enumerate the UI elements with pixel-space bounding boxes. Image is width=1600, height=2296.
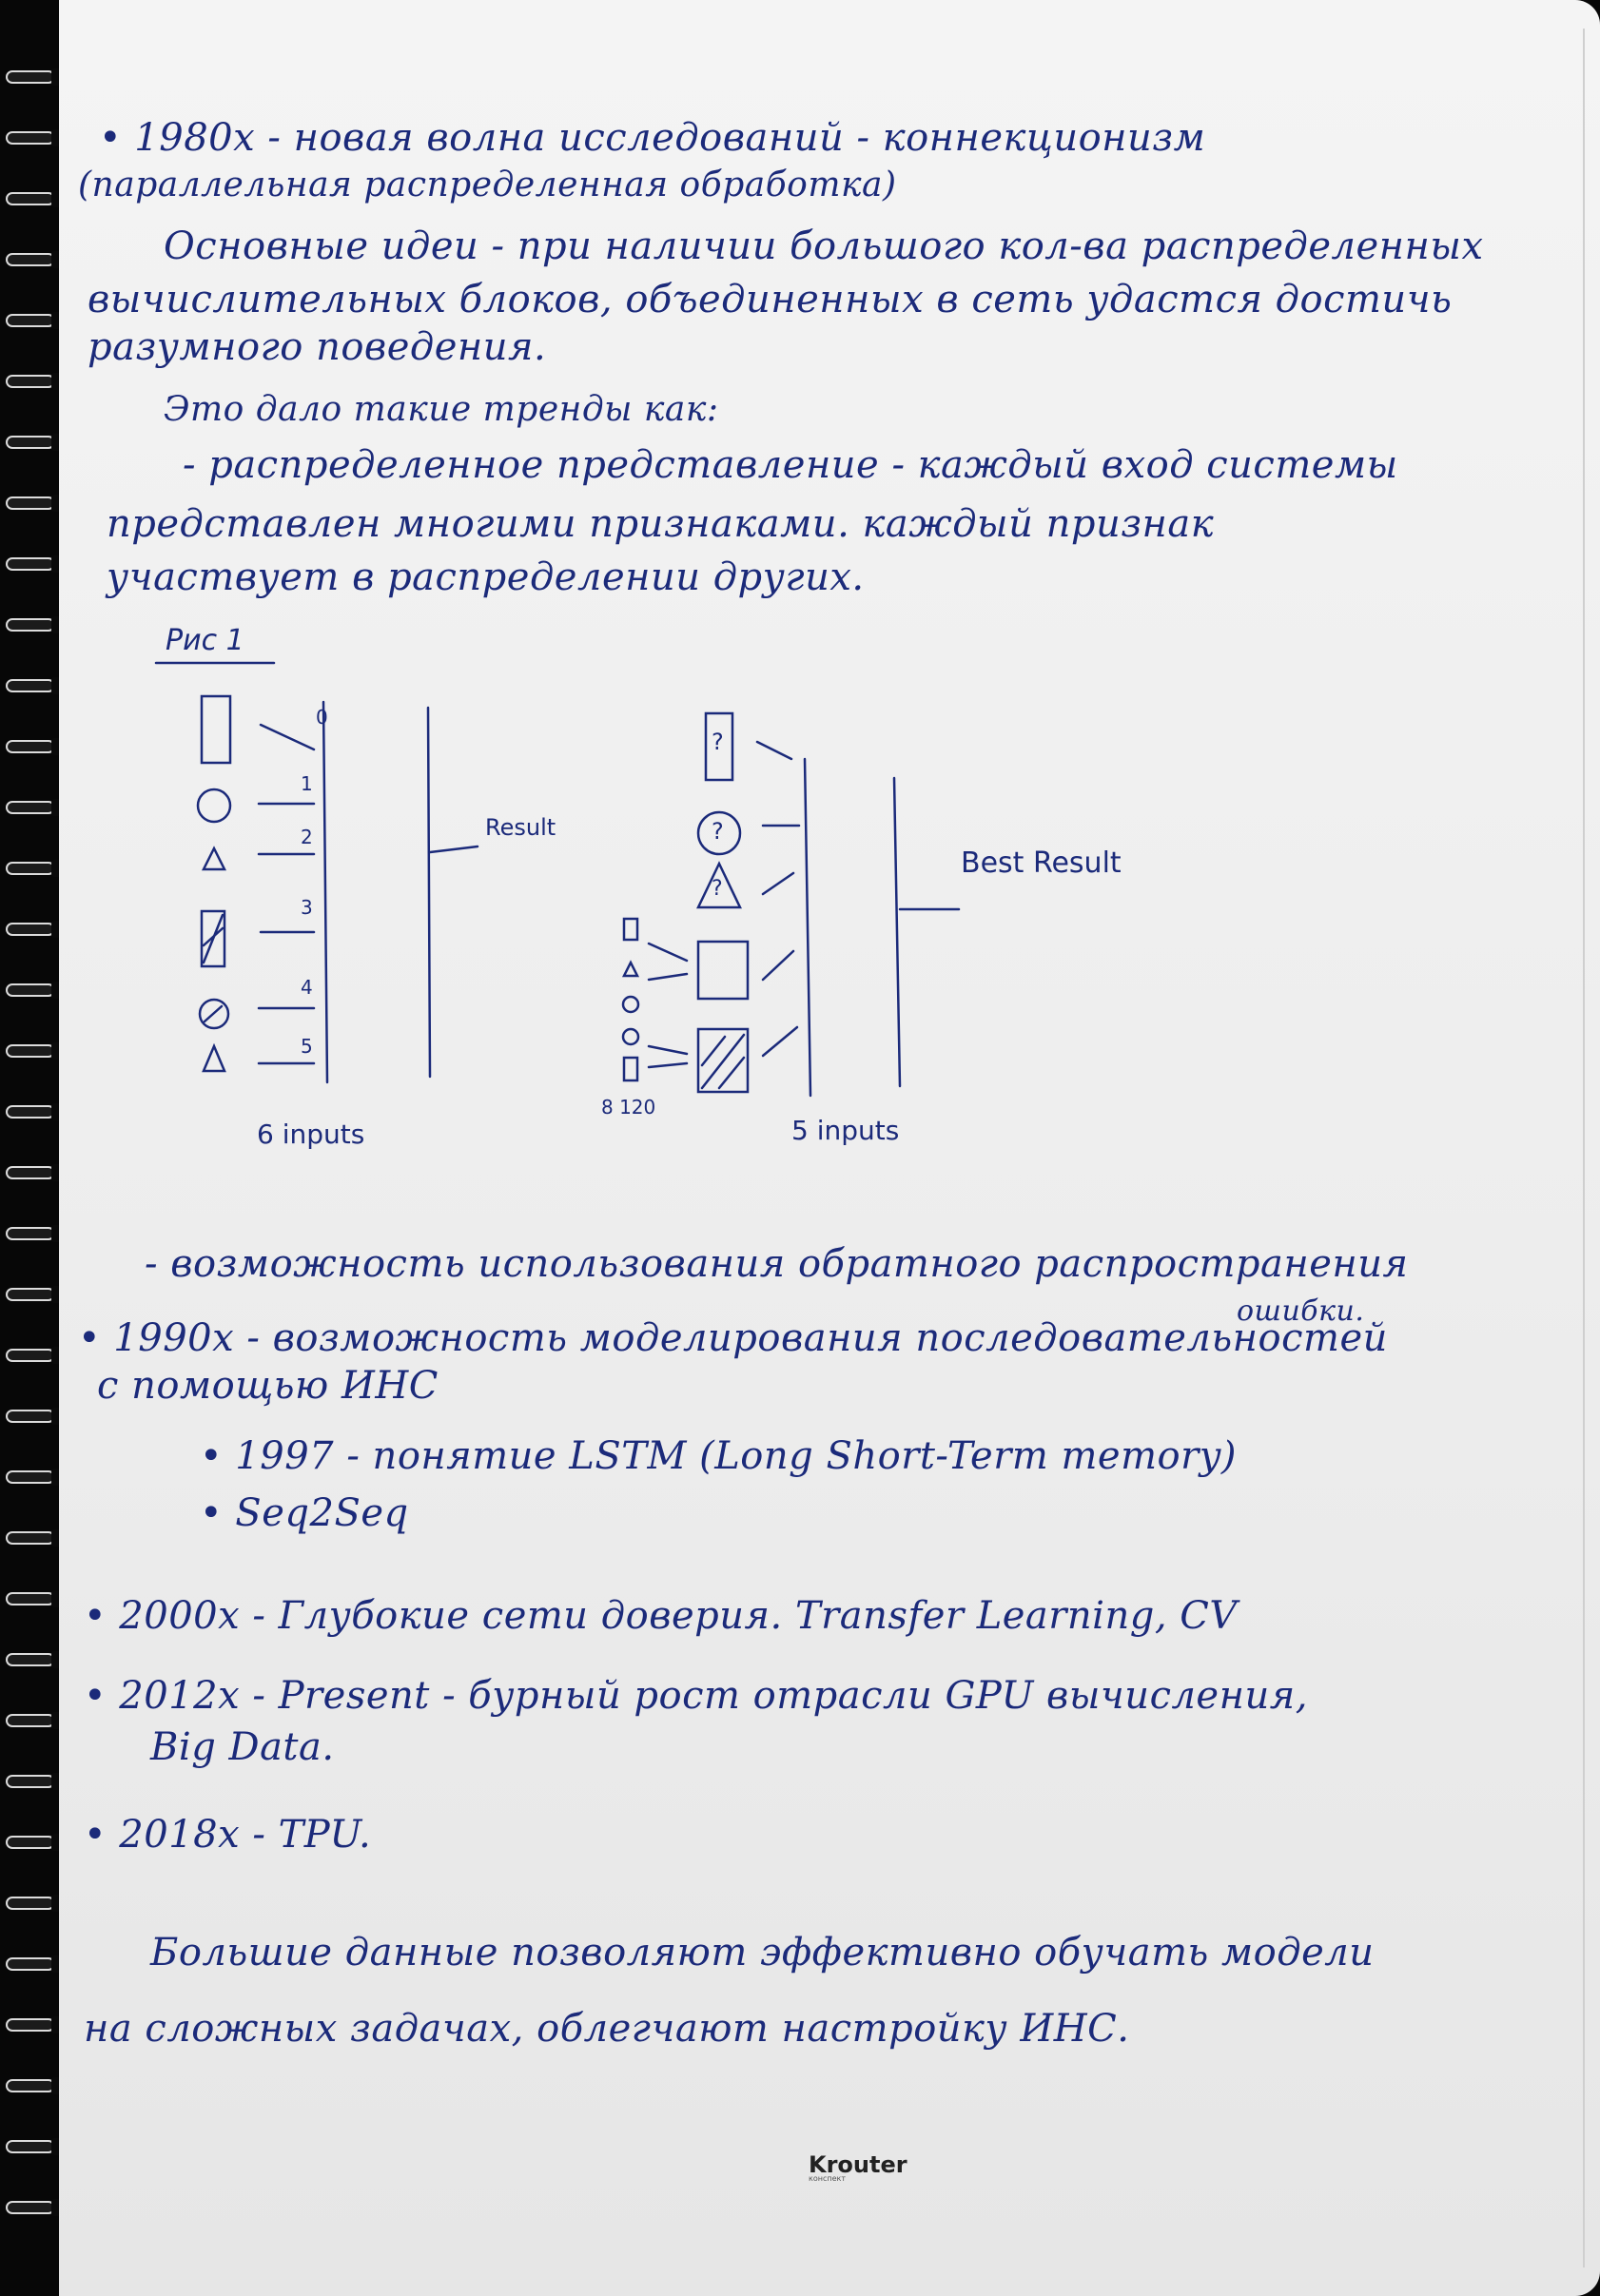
binding-ring <box>6 1832 67 1853</box>
left-layer-bar <box>322 700 329 1084</box>
binding-ring <box>6 736 67 757</box>
binding-ring <box>6 1162 67 1183</box>
binding-ring <box>6 1649 67 1670</box>
binding-ring <box>6 67 67 88</box>
binding-ring <box>6 1406 67 1427</box>
binding-ring <box>6 1101 67 1122</box>
left-number-1: 1 <box>301 772 313 795</box>
note-line-9: участвует в распределении других. <box>107 555 865 599</box>
binding-ring <box>6 980 67 1001</box>
note-line-5: разумного поведения. <box>88 325 547 369</box>
binding-ring <box>6 1527 67 1548</box>
binding-ring <box>6 1710 67 1731</box>
binding-ring <box>6 1223 67 1244</box>
left-number-5: 5 <box>301 1035 313 1058</box>
left-circle-shape <box>196 788 232 824</box>
binding-ring <box>6 1588 67 1609</box>
note-line-7: - распределенное представление - каждый … <box>183 443 1398 487</box>
figure-caption: Рис 1 <box>166 624 244 657</box>
binding-ring <box>6 1345 67 1366</box>
right-question-circle-shape <box>696 810 742 856</box>
watermark-tagline: конспект <box>809 2174 846 2183</box>
binding-ring <box>6 1954 67 1975</box>
note-line-20: Большие данные позволяют эффективно обуч… <box>150 1931 1375 1975</box>
left-number-2: 2 <box>301 826 313 848</box>
figure-1 <box>154 661 961 1098</box>
binding-ring <box>6 188 67 209</box>
right-question-triangle-shape <box>696 861 742 909</box>
binding-ring <box>6 127 67 148</box>
right-box-shape <box>696 940 750 1001</box>
note-line-18: Big Data. <box>150 1725 335 1769</box>
left-inputs-label: 6 inputs <box>257 1119 365 1150</box>
note-line-17: • 2012x - Present - бурный рост отрасли … <box>84 1674 1308 1718</box>
binding-ring <box>6 310 67 331</box>
binding-ring <box>6 432 67 453</box>
right-small-triangle-shape <box>621 960 640 978</box>
note-line-15: • Seq2Seq <box>200 1491 409 1535</box>
binding-ring <box>6 1771 67 1792</box>
binding-ring <box>6 2075 67 2096</box>
right-inputs-label: 5 inputs <box>791 1115 900 1146</box>
left-output-bar <box>426 706 432 1079</box>
left-result-label: Result <box>485 814 556 841</box>
note-line-6: Это дало такие тренды как: <box>164 390 719 429</box>
binding-ring <box>6 1467 67 1488</box>
right-small-hatched-rectangle-shape <box>622 1056 639 1082</box>
note-line-3: Основные идеи - при наличии большого кол… <box>164 224 1484 268</box>
right-count-label: 8 120 <box>601 1096 656 1119</box>
left-hatched-rectangle-shape <box>200 909 226 968</box>
note-line-11: ошибки. <box>1237 1294 1365 1328</box>
binding-ring <box>6 554 67 574</box>
left-number-0: 0 <box>316 706 328 729</box>
right-small-rectangle-shape <box>622 917 639 942</box>
right-question-mark-2: ? <box>712 818 724 845</box>
binding-ring <box>6 858 67 879</box>
binding-ring <box>6 1284 67 1305</box>
binding-ring <box>6 2197 67 2218</box>
note-line-13: с помощью ИНС <box>97 1364 439 1408</box>
spiral-binding <box>0 0 67 2296</box>
note-line-4: вычислительных блоков, объединенных в се… <box>88 278 1453 321</box>
left-filled-triangle-shape <box>202 1042 226 1073</box>
brand-watermark: Krouter конспект <box>809 2151 907 2183</box>
right-result-label: Best Result <box>961 846 1122 880</box>
left-number-3: 3 <box>301 896 313 919</box>
right-output-bar <box>892 776 902 1088</box>
binding-ring <box>6 249 67 270</box>
note-line-19: • 2018x - TPU. <box>84 1813 372 1857</box>
watermark-brand: Krouter <box>809 2151 907 2178</box>
note-line-12: • 1990x - возможность моделирования посл… <box>78 1316 1388 1360</box>
right-question-mark-3: ? <box>712 877 723 901</box>
note-line-10: - возможность использования обратного ра… <box>145 1242 1409 1286</box>
right-small-circle-shape <box>621 995 640 1014</box>
note-line-16: • 2000x - Глубокие сети доверия. Transfe… <box>84 1594 1238 1638</box>
binding-ring <box>6 1893 67 1914</box>
left-triangle-shape <box>201 846 227 871</box>
right-question-mark-1: ? <box>712 729 724 755</box>
notebook-page: • 1980x - новая волна исследований - кон… <box>59 0 1600 2296</box>
binding-ring <box>6 1041 67 1061</box>
left-number-4: 4 <box>301 976 313 999</box>
binding-ring <box>6 371 67 392</box>
right-question-rectangle-shape <box>704 711 734 782</box>
binding-ring <box>6 2014 67 2035</box>
binding-ring <box>6 797 67 818</box>
note-line-2: (параллельная распределенная обработка) <box>78 165 897 204</box>
note-line-1: • 1980x - новая волна исследований - кон… <box>99 116 1206 160</box>
binding-ring <box>6 614 67 635</box>
binding-ring <box>6 2136 67 2157</box>
note-line-14: • 1997 - понятие LSTM (Long Short-Term m… <box>200 1434 1237 1478</box>
right-small-hatched-circle-shape <box>621 1027 640 1046</box>
binding-ring <box>6 919 67 940</box>
left-rectangle-shape <box>200 694 232 765</box>
binding-ring <box>6 675 67 696</box>
right-hatched-box-shape <box>696 1027 750 1094</box>
right-layer-bar <box>803 757 812 1098</box>
note-line-21: на сложных задачах, облегчают настройку … <box>84 2007 1130 2051</box>
left-hatched-circle-shape <box>198 998 230 1030</box>
binding-ring <box>6 493 67 514</box>
note-line-8: представлен многими признаками. каждый п… <box>107 502 1215 546</box>
